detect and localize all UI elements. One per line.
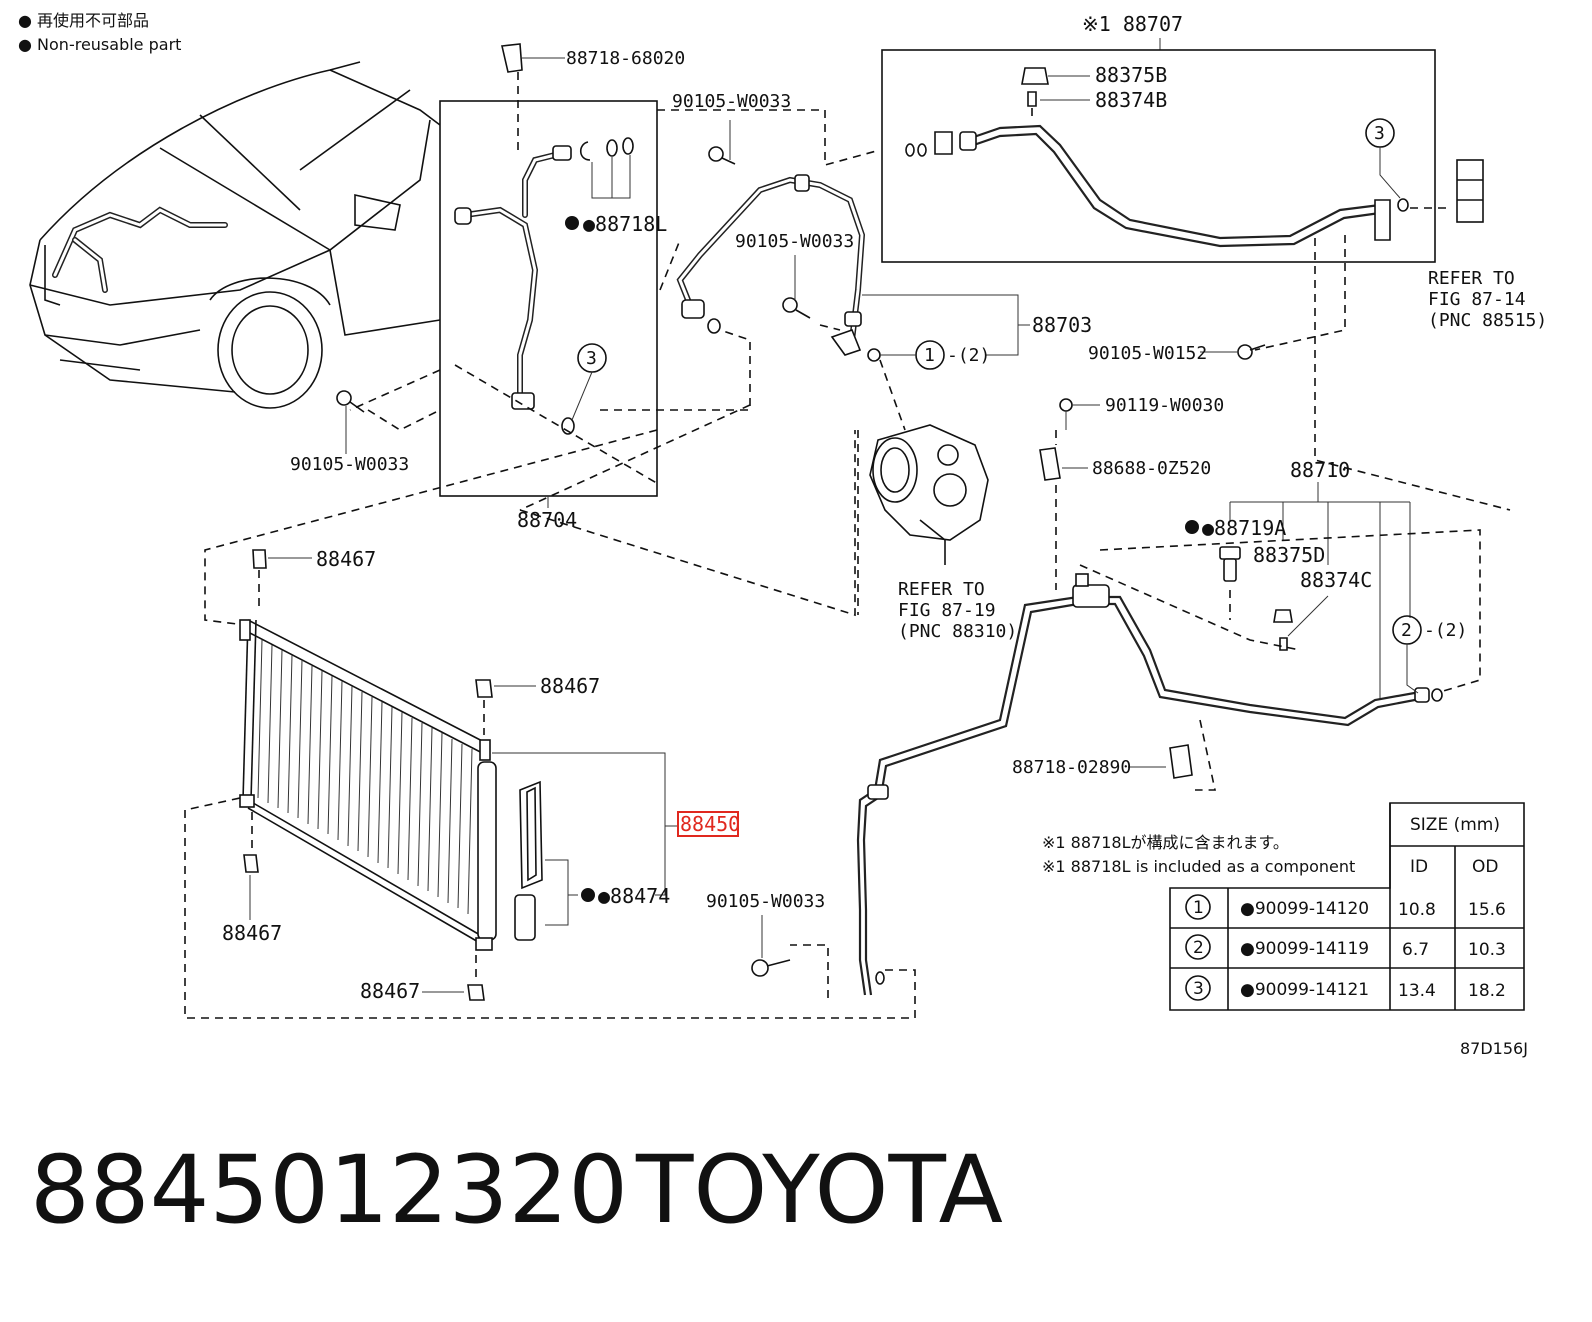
svg-text:2: 2 (1401, 620, 1412, 641)
row-part: ●90099-14120 (1240, 899, 1369, 919)
label-88467-c: 88467 (222, 921, 282, 945)
label-88374C: 88374C (1300, 568, 1372, 592)
refer-87-19-l1: REFER TO (898, 579, 985, 600)
note-en: ※1 88718L is included as a component (1042, 857, 1355, 876)
label-88467-a: 88467 (316, 547, 376, 571)
col-od: OD (1472, 857, 1498, 877)
legend-jp: ● 再使用不可部品 (18, 11, 149, 30)
highlight-88450 (677, 811, 739, 837)
table-row: 2 ●90099-14119 6.7 10.3 (1185, 934, 1506, 960)
row-ref: 2 (1193, 938, 1204, 958)
svg-text:3: 3 (1374, 123, 1385, 144)
label-88375D: 88375D (1253, 543, 1325, 567)
pipe-88710-group: 90119-W0030 88688-0Z520 88710 ●88719A 88… (184, 395, 1481, 1019)
refer-87-14-l2: FIG 87-14 (1428, 289, 1526, 310)
condenser-88450-group: 88450 ●88474 88467 88467 88467 88467 (222, 547, 740, 1003)
row-id: 10.8 (1398, 900, 1436, 920)
row-od: 10.3 (1468, 940, 1506, 960)
brand: TOYOTA (635, 1136, 1003, 1245)
label-88474: ●88474 (598, 884, 670, 908)
diagram-code: 87D156J (1460, 1039, 1528, 1058)
size-header: SIZE (mm) (1410, 815, 1500, 835)
hose-88703-group: 90105-W0033 90105-W0033 88703 1 -(2) (672, 91, 1092, 370)
bolt-90105-w0033-left: 90105-W0033 (290, 390, 441, 475)
svg-text:3: 3 (586, 348, 597, 369)
bolt-90105-w0033-bottom: 90105-W0033 (706, 891, 825, 977)
row-ref: 3 (1193, 979, 1204, 999)
label-88719A: ●88719A (1202, 516, 1286, 540)
row-id: 6.7 (1402, 940, 1429, 960)
svg-text:1: 1 (924, 345, 935, 366)
label-88467-b: 88467 (540, 674, 600, 698)
size-table: SIZE (mm) ID OD 1 ●90099-14120 10.8 15.6… (1169, 802, 1525, 1011)
label-88374B: 88374B (1095, 88, 1167, 112)
part-number: 8845012320 (30, 1136, 628, 1245)
row-part: ●90099-14121 (1240, 980, 1369, 1000)
label-88688-0z520: 88688-0Z520 (1092, 458, 1211, 479)
row-od: 18.2 (1468, 981, 1506, 1001)
refer-87-14-l3: (PNC 88515) (1428, 310, 1547, 331)
callout-1-qty: -(2) (947, 345, 990, 366)
row-part: ●90099-14119 (1240, 939, 1369, 959)
label-88718-68020: 88718-68020 (566, 48, 685, 69)
refer-87-19-l3: (PNC 88310) (898, 621, 1017, 642)
table-row: 1 ●90099-14120 10.8 15.6 (1185, 894, 1506, 920)
label-88707: ※1 88707 (1082, 12, 1183, 36)
label-88718-02890: 88718-02890 (1012, 757, 1131, 778)
label-88375B: 88375B (1095, 63, 1167, 87)
group-box-88704 (439, 100, 658, 497)
label-88703: 88703 (1032, 313, 1092, 337)
label-90105-w0033-left: 90105-W0033 (290, 454, 409, 475)
col-id: ID (1410, 857, 1428, 877)
hose-88704-group: ●88718L 3 88718-68020 88704 (439, 43, 685, 532)
car-illustration (29, 61, 441, 409)
callout-2-qty: -(2) (1424, 620, 1467, 641)
refer-87-14-l1: REFER TO (1428, 268, 1515, 289)
refer-87-19-l2: FIG 87-19 (898, 600, 996, 621)
note-jp: ※1 88718Lが構成に含まれます。 (1042, 833, 1289, 852)
label-88467-d: 88467 (360, 979, 420, 1003)
label-88710: 88710 (1290, 458, 1350, 482)
legend: ● 再使用不可部品 ● Non-reusable part (18, 11, 181, 54)
row-ref: 1 (1193, 898, 1204, 918)
row-id: 13.4 (1398, 981, 1436, 1001)
compressor-illustration: REFER TO FIG 87-19 (PNC 88310) (857, 359, 1017, 642)
legend-en: ● Non-reusable part (18, 35, 181, 54)
footer: 8845012320 TOYOTA (30, 1136, 1003, 1245)
pipe-88707-group: ※1 88707 88375B 88374B 3 REFER TO FIG 87… (881, 12, 1547, 511)
label-90105-w0033-bottom: 90105-W0033 (706, 891, 825, 912)
notes: ※1 88718Lが構成に含まれます。 ※1 88718L is include… (1042, 833, 1355, 876)
table-row: 3 ●90099-14121 13.4 18.2 (1185, 975, 1506, 1001)
label-88450: 88450 (680, 812, 740, 836)
label-90105-w0033-mid: 90105-W0033 (735, 231, 854, 252)
label-90119-w0030: 90119-W0030 (1105, 395, 1224, 416)
label-90105-w0033-top: 90105-W0033 (672, 91, 791, 112)
row-od: 15.6 (1468, 900, 1506, 920)
label-90105-w0152: 90105-W0152 (1088, 343, 1207, 364)
label-88718L: ●88718L (583, 212, 667, 236)
